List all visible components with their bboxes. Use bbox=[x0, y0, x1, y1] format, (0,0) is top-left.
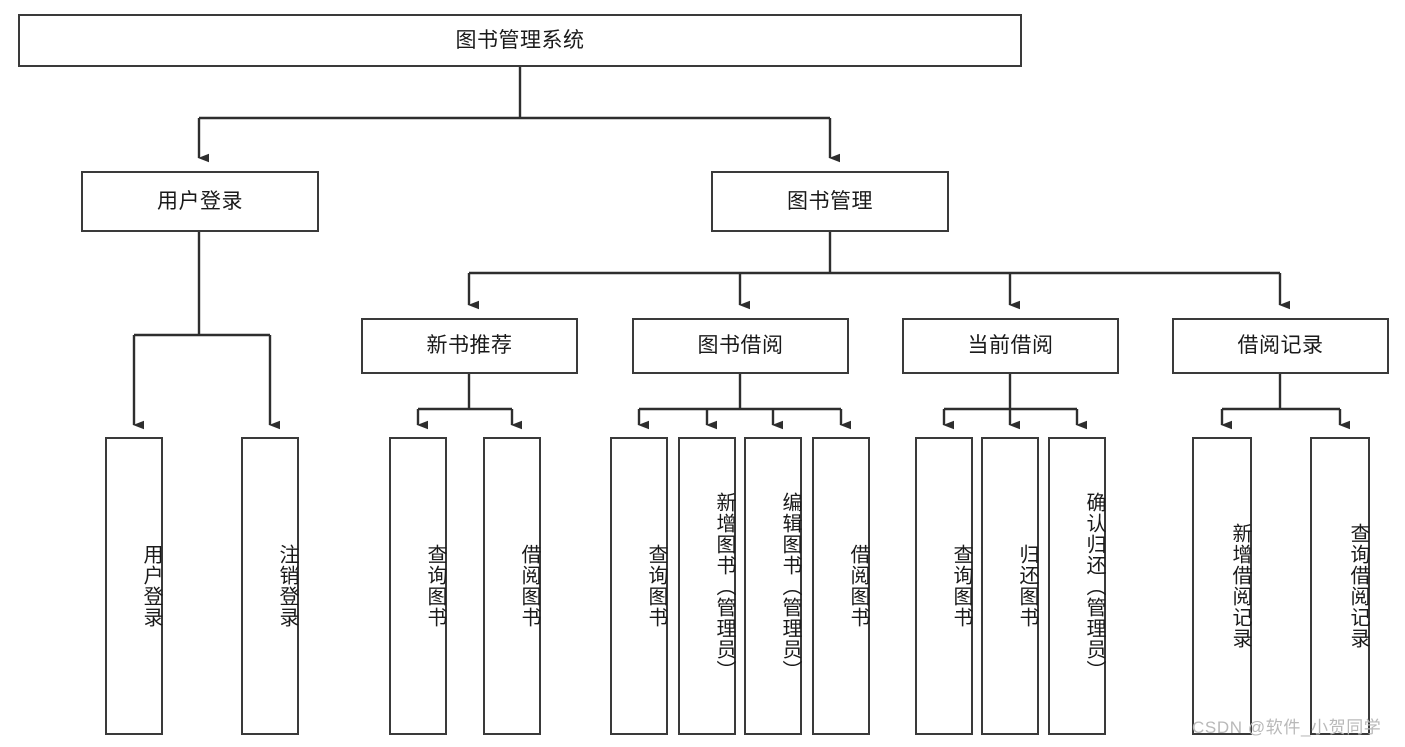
node-label: 新书推荐 bbox=[426, 334, 513, 358]
node-book-management[interactable]: 图书管理 bbox=[711, 171, 949, 232]
leaf-borrow-borrow-book[interactable]: 借阅图书 bbox=[812, 437, 870, 735]
leaf-record-query-borrow-record[interactable]: 查询借阅记录 bbox=[1310, 437, 1370, 735]
node-label: 图书管理 bbox=[787, 189, 873, 213]
node-label: 编辑图书（管理员） bbox=[779, 491, 801, 681]
node-label: 查询图书 bbox=[424, 544, 446, 628]
node-label: 查询图书 bbox=[645, 544, 667, 628]
node-label: 图书管理系统 bbox=[455, 28, 585, 52]
leaf-current-return-book[interactable]: 归还图书 bbox=[981, 437, 1039, 735]
leaf-borrow-add-book-admin[interactable]: 新增图书（管理员） bbox=[678, 437, 736, 735]
leaf-borrow-query-book[interactable]: 查询图书 bbox=[610, 437, 668, 735]
node-current-borrow[interactable]: 当前借阅 bbox=[902, 318, 1119, 374]
node-label: 用户登录 bbox=[140, 544, 162, 628]
node-borrow-record[interactable]: 借阅记录 bbox=[1172, 318, 1389, 374]
node-label: 新增图书（管理员） bbox=[713, 491, 735, 681]
node-label: 借阅记录 bbox=[1237, 334, 1324, 358]
leaf-user-login[interactable]: 用户登录 bbox=[105, 437, 163, 735]
node-user-login[interactable]: 用户登录 bbox=[81, 171, 319, 232]
csdn-watermark: CSDN @软件_小贺同学 bbox=[1192, 718, 1382, 737]
node-label: 当前借阅 bbox=[967, 334, 1054, 358]
node-label: 借阅图书 bbox=[518, 544, 540, 628]
node-new-book-recommend[interactable]: 新书推荐 bbox=[361, 318, 578, 374]
node-label: 借阅图书 bbox=[847, 544, 869, 628]
leaf-borrow-edit-book-admin[interactable]: 编辑图书（管理员） bbox=[744, 437, 802, 735]
node-label: 确认归还（管理员） bbox=[1083, 491, 1105, 681]
leaf-record-add-borrow-record[interactable]: 新增借阅记录 bbox=[1192, 437, 1252, 735]
node-label: 查询借阅记录 bbox=[1347, 523, 1369, 649]
node-book-borrow[interactable]: 图书借阅 bbox=[632, 318, 849, 374]
node-label: 注销登录 bbox=[276, 544, 298, 628]
leaf-recommend-query-book[interactable]: 查询图书 bbox=[389, 437, 447, 735]
node-label: 归还图书 bbox=[1016, 544, 1038, 628]
node-label: 查询图书 bbox=[950, 544, 972, 628]
leaf-recommend-borrow-book[interactable]: 借阅图书 bbox=[483, 437, 541, 735]
leaf-user-logout[interactable]: 注销登录 bbox=[241, 437, 299, 735]
leaf-current-query-book[interactable]: 查询图书 bbox=[915, 437, 973, 735]
node-label: 图书借阅 bbox=[697, 334, 784, 358]
node-label: 新增借阅记录 bbox=[1229, 523, 1251, 649]
node-label: 用户登录 bbox=[157, 189, 243, 213]
node-root-book-management-system[interactable]: 图书管理系统 bbox=[18, 14, 1022, 67]
leaf-current-confirm-return-admin[interactable]: 确认归还（管理员） bbox=[1048, 437, 1106, 735]
